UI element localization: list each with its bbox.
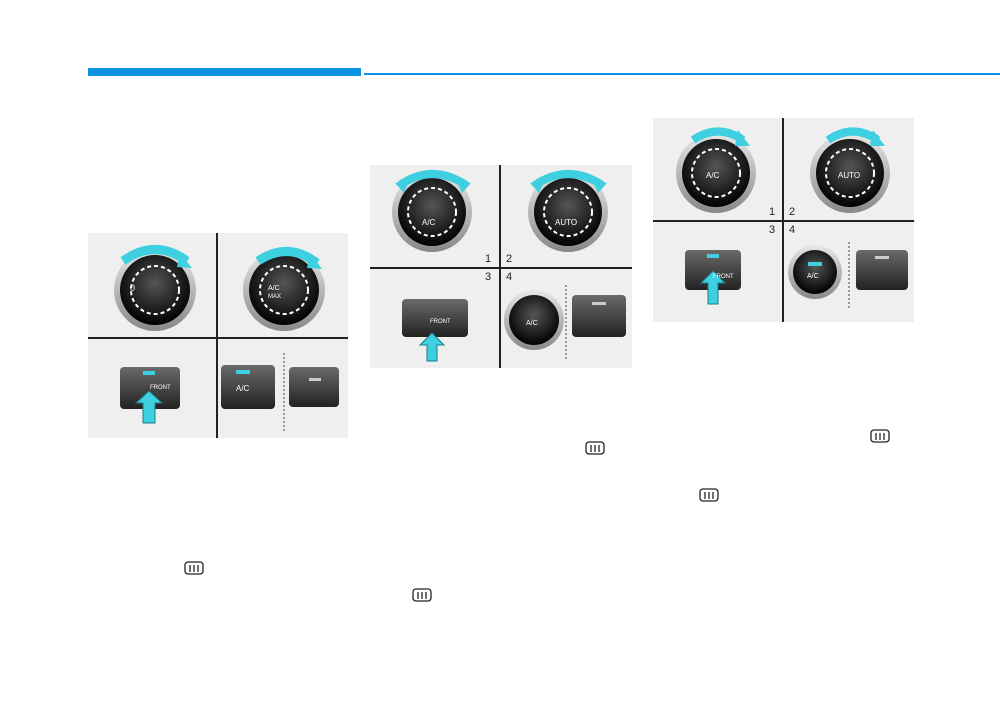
ac-button [221, 365, 275, 409]
dial-zero-label: 0 [130, 283, 135, 293]
recirculation-button [572, 295, 626, 337]
front-label: FRONT [713, 274, 734, 280]
fan-speed-knob-small [504, 290, 564, 350]
quadrant-number: 4 [506, 271, 513, 283]
front-defrost-icon [412, 588, 432, 602]
dial-ac-label: A/C [268, 285, 280, 292]
dial-auto-label: AUTO [838, 171, 860, 180]
mode-knob [810, 127, 890, 213]
figure-2-panel: A/C AUTO FRONT A/C 1 2 3 4 [370, 165, 632, 368]
quadrant-number: 2 [789, 206, 796, 218]
header-rule-thin [364, 73, 1000, 75]
quadrant-number: 3 [485, 271, 492, 283]
front-defrost-button [120, 367, 180, 424]
figure-3-panel: A/C AUTO FRONT A/C 1 2 3 4 [653, 118, 914, 322]
dial-ac-label: A/C [422, 218, 436, 227]
front-defrost-button [685, 250, 741, 305]
front-defrost-icon [870, 429, 890, 443]
recirculation-button [856, 250, 908, 290]
figure-1-panel: 0 A/C MAX FRONT A/C [88, 233, 348, 438]
dial-ac-label: A/C [706, 171, 720, 180]
quadrant-number: 1 [769, 206, 776, 218]
dial-small-ac-label: A/C [526, 320, 538, 327]
dial-small-ac-label: A/C [807, 273, 819, 280]
temperature-knob [243, 247, 325, 331]
header-rule-thick [88, 68, 361, 76]
front-label: FRONT [150, 385, 171, 391]
quadrant-number: 1 [485, 253, 492, 265]
front-defrost-icon [184, 561, 204, 575]
mode-knob [528, 170, 608, 252]
fan-speed-knob [676, 127, 756, 213]
quadrant-number: 3 [769, 224, 776, 236]
ac-label: A/C [236, 384, 250, 393]
front-defrost-icon [699, 488, 719, 502]
front-defrost-button [402, 299, 468, 362]
quadrant-number: 2 [506, 253, 513, 265]
front-label: FRONT [430, 319, 451, 325]
quadrant-number: 4 [789, 224, 796, 236]
fan-speed-knob [114, 245, 196, 331]
dial-max-label: MAX [268, 294, 281, 300]
front-defrost-icon [585, 441, 605, 455]
dial-auto-label: AUTO [555, 218, 577, 227]
fan-speed-knob-small [788, 245, 842, 299]
fan-speed-knob [392, 170, 472, 252]
recirculation-button [289, 367, 339, 407]
